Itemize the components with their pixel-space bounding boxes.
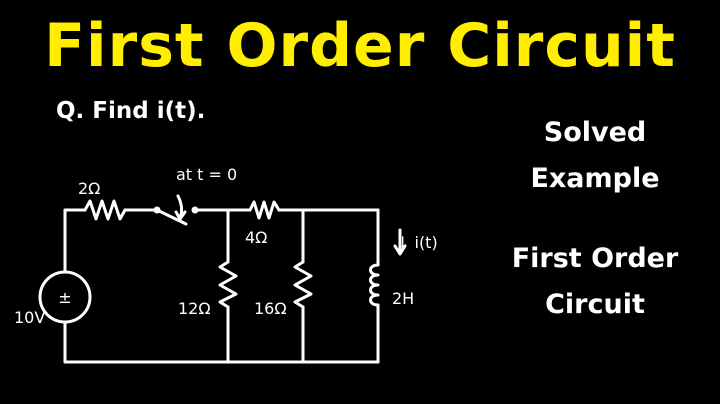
current-label: ↓ i(t) [396,233,438,252]
source-label: 10V [14,308,45,327]
voltage-source [38,270,92,324]
r2-label: 4Ω [245,228,267,247]
inductor-label: 2H [392,289,414,308]
switch-label: at t = 0 [176,165,237,184]
current-arrowhead [393,244,407,256]
circuit-label: Circuit [545,289,645,320]
first-order-circuit-label: First Order Circuit [480,236,710,328]
page-title: First Order Circuit [44,11,676,81]
resistor-4-ohm [248,200,281,220]
first-order-label: First Order [511,243,679,274]
solved-example-label: Solved Example [480,110,710,202]
solved-label: Solved [543,117,647,148]
switch-blade [155,208,188,226]
switch-arrowhead [174,210,187,221]
question-text: Q. Find i(t). [56,98,206,124]
inductor-2h [369,263,380,307]
resistor-12-ohm [218,260,238,309]
example-label: Example [530,163,660,194]
resistor-2-ohm [83,199,127,221]
source-polarity: ± [58,288,71,307]
r4-label: 16Ω [254,299,287,318]
wire-left-top [63,208,87,274]
r1-label: 2Ω [78,179,100,198]
resistor-16-ohm [293,260,313,309]
r3-label: 12Ω [178,299,211,318]
